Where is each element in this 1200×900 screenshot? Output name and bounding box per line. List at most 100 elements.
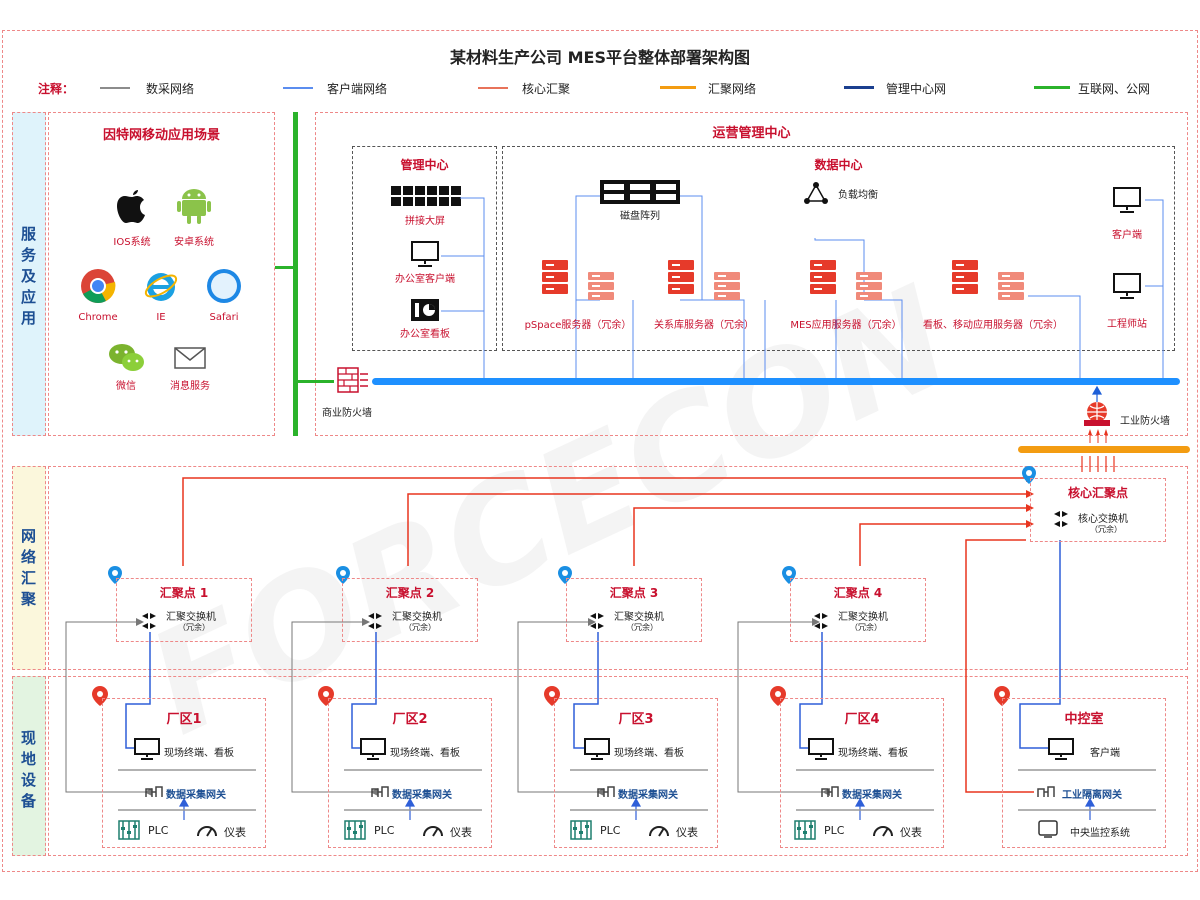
agg-switch-note: （冗余）	[404, 623, 436, 632]
control-system-label: 中央监控系统	[1070, 828, 1130, 839]
mobile-title: 因特网移动应用场景	[102, 128, 220, 143]
core-title: 核心汇聚点	[1067, 486, 1128, 500]
mobile-ie-label: IE	[156, 312, 166, 323]
control-title: 中控室	[1064, 712, 1104, 727]
server-icon	[668, 260, 694, 300]
core-switch-note: （冗余）	[1090, 525, 1122, 534]
section-field-band	[12, 676, 46, 856]
message-icon	[174, 346, 206, 374]
page-title: 某材料生产公司 MES平台整体部署架构图	[450, 48, 750, 67]
plant-location-pin-icon	[92, 686, 108, 710]
mobile-message-label: 消息服务	[170, 381, 210, 392]
legend-line-client	[283, 87, 313, 89]
office-client-icon	[410, 240, 440, 272]
plant-location-pin-icon	[544, 686, 560, 710]
ops-title: 运营管理中心	[712, 126, 791, 141]
meter-gauge-icon	[872, 822, 894, 842]
agg-switch-icon	[812, 612, 830, 634]
agg-title: 汇聚点 1	[159, 586, 209, 600]
plant-gateway-label: 数据采集网关	[618, 790, 678, 801]
plant-terminal-label: 现场终端、看板	[614, 748, 684, 759]
section-service-label: 服务及应用	[19, 226, 37, 331]
android-icon	[176, 186, 212, 230]
plant-meter-label: 仪表	[676, 826, 698, 839]
agg-switch-note: （冗余）	[626, 623, 658, 632]
plant-meter-label: 仪表	[224, 826, 246, 839]
plant-plc-label: PLC	[600, 824, 621, 837]
mgmt-frame	[352, 146, 497, 351]
gateway-icon	[144, 784, 164, 803]
core-switch-label: 核心交换机	[1078, 514, 1128, 525]
server-board-label: 看板、移动应用服务器（冗余）	[923, 320, 1063, 331]
legend-internet: 互联网、公网	[1078, 82, 1151, 96]
agg-switch-label: 汇聚交换机	[166, 612, 216, 623]
agg-frame	[342, 578, 478, 642]
ie-icon	[143, 268, 179, 308]
legend-core: 核心汇聚	[522, 82, 571, 96]
legend-line-data	[100, 87, 130, 89]
plant-frame	[328, 698, 492, 848]
meter-gauge-icon	[422, 822, 444, 842]
server-relational-label: 关系库服务器（冗余）	[654, 320, 754, 331]
agg-location-pin-icon	[336, 566, 350, 588]
plant-location-pin-icon	[318, 686, 334, 710]
server-icon	[714, 272, 740, 306]
chrome-icon	[80, 268, 116, 308]
mobile-chrome-label: Chrome	[78, 312, 118, 323]
datacenter-title: 数据中心	[814, 158, 863, 172]
legend-label: 注释：	[38, 82, 75, 96]
video-wall-icon	[391, 186, 461, 212]
gateway-icon	[820, 784, 840, 803]
outer-frame	[2, 30, 1198, 872]
internet-line-firewall	[296, 380, 334, 383]
plant-title: 厂区3	[618, 712, 654, 727]
core-frame	[1030, 478, 1166, 542]
section-service-band	[12, 112, 46, 436]
datacenter-frame	[502, 146, 1175, 351]
engineer-station-icon	[1112, 272, 1142, 304]
mgmt-office-board-label: 办公室看板	[400, 329, 450, 340]
plc-icon	[570, 820, 592, 844]
agg-switch-label: 汇聚交换机	[614, 612, 664, 623]
agg-switch-icon	[588, 612, 606, 634]
dc-client-label: 客户端	[1112, 230, 1142, 241]
mobile-ios-label: IOS系统	[113, 237, 151, 248]
plant-frame	[780, 698, 944, 848]
plant-title: 厂区1	[166, 712, 202, 727]
agg-switch-label: 汇聚交换机	[838, 612, 888, 623]
mgmt-video-wall-label: 拼接大屏	[405, 216, 445, 227]
legend-line-core	[478, 87, 508, 89]
server-icon	[542, 260, 568, 300]
server-pspace-label: pSpace服务器（冗余）	[524, 320, 632, 331]
plant-terminal-label: 现场终端、看板	[164, 748, 234, 759]
control-location-pin-icon	[994, 686, 1010, 710]
internet-line-mobile	[275, 266, 295, 269]
dc-client-icon	[1112, 186, 1142, 218]
commercial-firewall-icon	[336, 366, 370, 400]
mgmt-office-client-label: 办公室客户端	[395, 274, 455, 285]
mobile-wechat-label: 微信	[116, 381, 136, 392]
control-frame	[1002, 698, 1166, 848]
agg-switch-note: （冗余）	[850, 623, 882, 632]
mobile-frame	[48, 112, 275, 436]
plant-title: 厂区4	[844, 712, 880, 727]
plant-gateway-label: 数据采集网关	[166, 790, 226, 801]
server-icon	[952, 260, 978, 300]
server-icon	[856, 272, 882, 306]
core-switch-icon	[1052, 510, 1070, 532]
ops-frame	[315, 112, 1188, 436]
agg-frame	[790, 578, 926, 642]
field-frame	[48, 676, 1188, 856]
gateway-icon	[370, 784, 390, 803]
monitor-system-icon	[1038, 820, 1058, 842]
section-network-label: 网络汇聚	[19, 528, 37, 612]
agg-switch-icon	[366, 612, 384, 634]
terminal-monitor-icon	[134, 738, 160, 764]
terminal-monitor-icon	[360, 738, 386, 764]
plant-meter-label: 仪表	[450, 826, 472, 839]
up-arrows-icon	[1086, 428, 1110, 447]
industrial-firewall-icon	[1080, 400, 1114, 432]
server-icon	[810, 260, 836, 300]
core-location-pin-icon	[1022, 466, 1036, 488]
